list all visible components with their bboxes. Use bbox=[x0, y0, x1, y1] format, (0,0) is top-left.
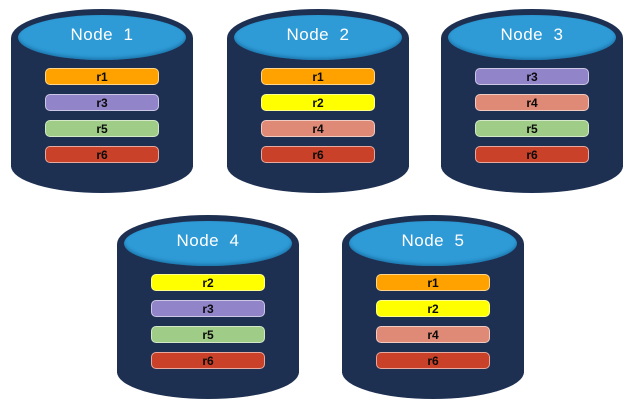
node-1-cylinder: Node 1 r1 r3 r5 r6 bbox=[11, 9, 193, 193]
replica-bar: r4 bbox=[376, 326, 490, 343]
cylinder-top-face bbox=[18, 15, 186, 60]
replica-label: r1 bbox=[427, 275, 439, 290]
cylinder-top-face bbox=[448, 15, 616, 60]
replica-bar: r6 bbox=[261, 146, 375, 163]
replica-bar: r2 bbox=[261, 94, 375, 111]
replica-label: r4 bbox=[312, 121, 324, 136]
replica-bar: r3 bbox=[475, 68, 589, 85]
replica-label: r3 bbox=[526, 69, 538, 84]
replica-label: r6 bbox=[202, 353, 214, 368]
replica-bar: r5 bbox=[45, 120, 159, 137]
node-title: Node 5 bbox=[401, 231, 465, 250]
node-title: Node 4 bbox=[176, 231, 240, 250]
replica-bar: r1 bbox=[376, 274, 490, 291]
node-5-cylinder: Node 5 r1 r2 r4 r6 bbox=[342, 215, 524, 399]
replica-bar: r1 bbox=[45, 68, 159, 85]
replica-label: r5 bbox=[526, 121, 538, 136]
replica-label: r6 bbox=[312, 147, 324, 162]
replica-bar: r6 bbox=[376, 352, 490, 369]
replica-stack: r1 r2 r4 r6 bbox=[342, 274, 524, 369]
replica-stack: r1 r3 r5 r6 bbox=[11, 68, 193, 163]
replica-label: r2 bbox=[312, 95, 324, 110]
replica-label: r3 bbox=[202, 301, 214, 316]
replica-stack: r2 r3 r5 r6 bbox=[117, 274, 299, 369]
node-3-cylinder: Node 3 r3 r4 r5 r6 bbox=[441, 9, 623, 193]
replica-label: r6 bbox=[96, 147, 108, 162]
node-title: Node 2 bbox=[286, 25, 350, 44]
replica-label: r5 bbox=[202, 327, 214, 342]
node-4-cylinder: Node 4 r2 r3 r5 r6 bbox=[117, 215, 299, 399]
replica-label: r4 bbox=[526, 95, 538, 110]
replica-bar: r4 bbox=[261, 120, 375, 137]
replica-bar: r1 bbox=[261, 68, 375, 85]
replica-label: r2 bbox=[202, 275, 214, 290]
replica-label: r3 bbox=[96, 95, 108, 110]
replica-bar: r6 bbox=[151, 352, 265, 369]
replica-bar: r3 bbox=[151, 300, 265, 317]
node-2-cylinder: Node 2 r1 r2 r4 r6 bbox=[227, 9, 409, 193]
node-title: Node 1 bbox=[70, 25, 134, 44]
replica-label: r6 bbox=[526, 147, 538, 162]
replica-label: r5 bbox=[96, 121, 108, 136]
replica-bar: r3 bbox=[45, 94, 159, 111]
cylinder-top-face bbox=[234, 15, 402, 60]
node-title: Node 3 bbox=[500, 25, 564, 44]
replica-label: r1 bbox=[312, 69, 324, 84]
replica-stack: r1 r2 r4 r6 bbox=[227, 68, 409, 163]
replica-bar: r5 bbox=[475, 120, 589, 137]
replica-bar: r6 bbox=[475, 146, 589, 163]
replica-stack: r3 r4 r5 r6 bbox=[441, 68, 623, 163]
replica-label: r1 bbox=[96, 69, 108, 84]
replica-bar: r4 bbox=[475, 94, 589, 111]
replica-bar: r2 bbox=[151, 274, 265, 291]
cylinder-top-face bbox=[349, 221, 517, 266]
replica-bar: r6 bbox=[45, 146, 159, 163]
cylinder-top-face bbox=[124, 221, 292, 266]
replica-label: r2 bbox=[427, 301, 439, 316]
replica-bar: r5 bbox=[151, 326, 265, 343]
replica-label: r4 bbox=[427, 327, 439, 342]
replica-label: r6 bbox=[427, 353, 439, 368]
replica-bar: r2 bbox=[376, 300, 490, 317]
